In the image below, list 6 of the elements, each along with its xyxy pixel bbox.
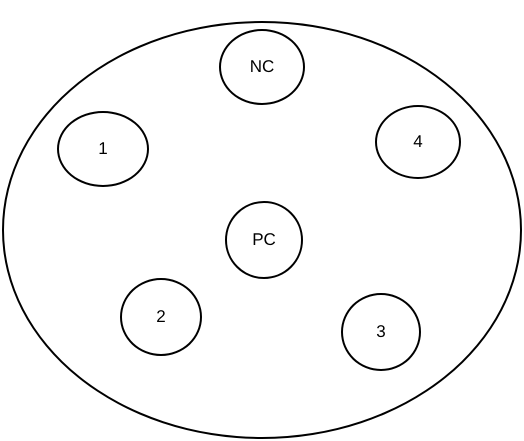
node-label: PC [252,229,276,252]
node-label: 1 [98,138,108,160]
node-label: 3 [376,321,386,344]
node-label: 4 [413,131,423,154]
node-label: 2 [156,306,166,328]
node-label: NC [250,56,274,78]
